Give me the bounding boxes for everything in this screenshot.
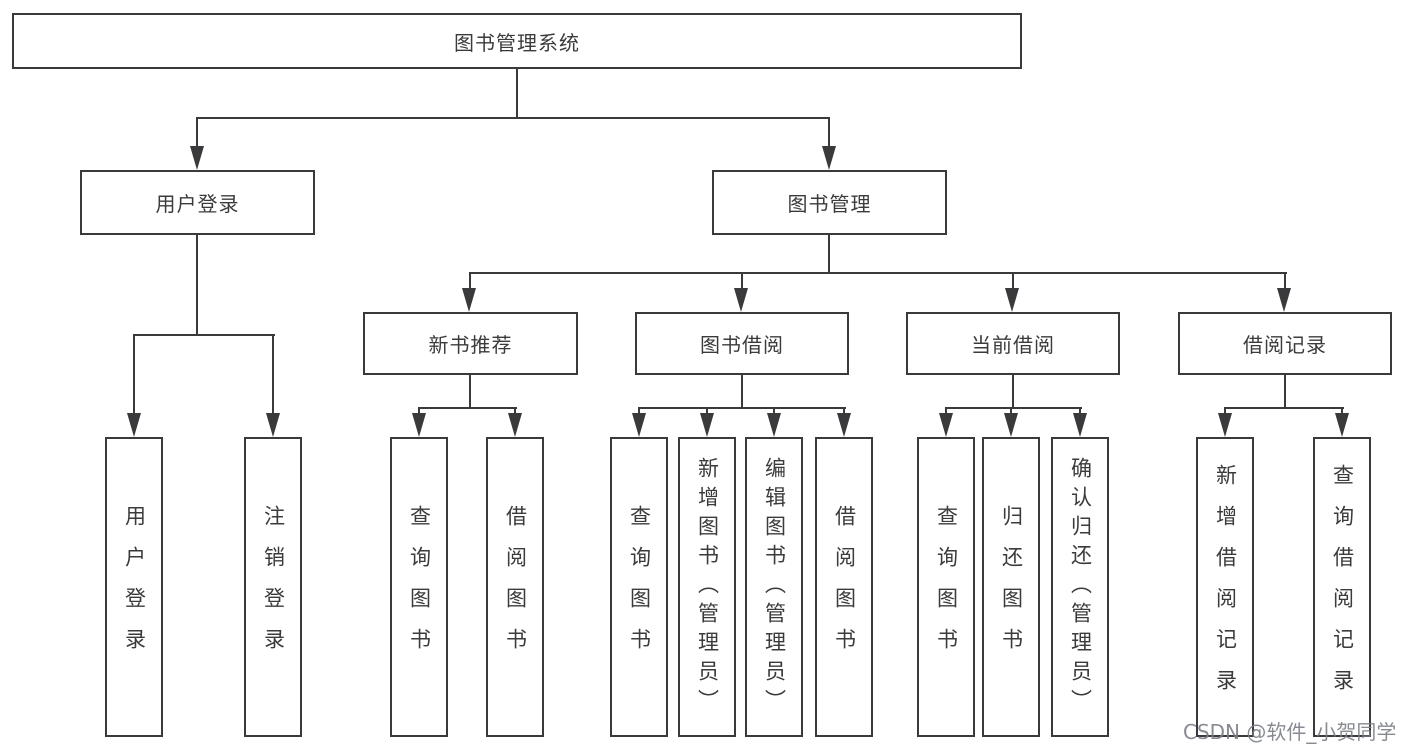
- connector-mgmt-stem: [828, 235, 830, 274]
- arrowhead-borrow: [734, 288, 748, 312]
- connector-current-bar: [945, 407, 1082, 409]
- connector-to-leaf-logout: [272, 334, 274, 414]
- node-root: 图书管理系统: [12, 13, 1022, 69]
- arrowhead-leaf-logout: [266, 413, 280, 437]
- leaf-bb-add-books-admin-label: 新增图书（管理员）: [695, 456, 720, 718]
- connector-to-book-mgmt: [828, 117, 830, 148]
- arrowhead-newbook: [462, 288, 476, 312]
- leaf-bb-query-books: 查询图书: [610, 437, 668, 737]
- node-current-borrow-label: 当前借阅: [971, 333, 1055, 357]
- arrowhead-current: [1005, 288, 1019, 312]
- arrowhead-bb-leaf3: [767, 413, 781, 437]
- arrowhead-nb-leaf2: [508, 413, 522, 437]
- connector-bb-leaf3: [773, 407, 775, 416]
- connector-to-user-login: [196, 117, 198, 148]
- connector-records-stem: [1284, 375, 1286, 409]
- connector-records-bar: [1224, 407, 1344, 409]
- connector-nb-leaf2: [514, 407, 516, 416]
- connector-br-leaf2: [1341, 407, 1343, 416]
- arrowhead-bb-leaf1: [632, 413, 646, 437]
- arrowhead-br-leaf2: [1335, 413, 1349, 437]
- leaf-bb-add-books-admin: 新增图书（管理员）: [678, 437, 736, 737]
- connector-root-stem: [516, 68, 518, 119]
- leaf-bb-edit-books-admin: 编辑图书（管理员）: [745, 437, 803, 737]
- connector-bb-leaf1: [638, 407, 640, 416]
- leaf-cb-return-books: 归还图书: [982, 437, 1040, 737]
- arrowhead-bb-leaf4: [837, 413, 851, 437]
- arrowhead-bb-leaf2: [700, 413, 714, 437]
- node-book-mgmt: 图书管理: [712, 170, 947, 235]
- connector-cb-leaf2: [1010, 407, 1012, 416]
- node-book-mgmt-label: 图书管理: [787, 192, 872, 216]
- arrowhead-book-mgmt: [822, 146, 836, 170]
- arrowhead-cb-leaf3: [1073, 413, 1087, 437]
- connector-user-bar: [133, 334, 275, 336]
- connector-borrow-bar: [638, 407, 846, 409]
- leaf-nb-borrow-books-label: 借阅图书: [503, 505, 528, 669]
- leaf-nb-borrow-books: 借阅图书: [486, 437, 544, 737]
- connector-bb-leaf4: [843, 407, 845, 416]
- connector-to-records: [1284, 272, 1286, 290]
- leaf-bb-edit-books-admin-label: 编辑图书（管理员）: [762, 456, 787, 718]
- leaf-bb-query-books-label: 查询图书: [627, 505, 652, 669]
- node-new-book-rec-label: 新书推荐: [428, 333, 513, 357]
- leaf-cb-return-books-label: 归还图书: [999, 505, 1024, 669]
- arrowhead-nb-leaf1: [412, 413, 426, 437]
- connector-to-newbook: [469, 272, 471, 290]
- connector-br-leaf1: [1224, 407, 1226, 416]
- node-new-book-rec: 新书推荐: [363, 312, 578, 375]
- leaf-cb-confirm-return-admin: 确认归还（管理员）: [1051, 437, 1109, 737]
- arrowhead-leaf-login: [127, 413, 141, 437]
- leaf-cb-confirm-return-admin-label: 确认归还（管理员）: [1068, 456, 1093, 718]
- leaf-logout-label: 注销登录: [261, 505, 286, 669]
- node-borrow-records: 借阅记录: [1178, 312, 1392, 375]
- leaf-bb-borrow-books-label: 借阅图书: [832, 505, 857, 669]
- leaf-nb-query-books: 查询图书: [390, 437, 448, 737]
- connector-newbook-bar: [418, 407, 517, 409]
- connector-to-current: [1012, 272, 1014, 290]
- connector-bb-leaf2: [706, 407, 708, 416]
- arrowhead-cb-leaf2: [1004, 413, 1018, 437]
- connector-root-bar: [196, 117, 830, 119]
- node-user-login-label: 用户登录: [155, 192, 240, 216]
- leaf-nb-query-books-label: 查询图书: [407, 505, 432, 669]
- leaf-br-add-record-label: 新增借阅记录: [1213, 464, 1238, 710]
- leaf-br-query-record: 查询借阅记录: [1313, 437, 1371, 737]
- connector-newbook-stem: [469, 375, 471, 409]
- leaf-bb-borrow-books: 借阅图书: [815, 437, 873, 737]
- connector-cb-leaf1: [945, 407, 947, 416]
- connector-to-leaf-login: [133, 334, 135, 414]
- node-borrow-records-label: 借阅记录: [1243, 333, 1327, 357]
- arrowhead-br-leaf1: [1218, 413, 1232, 437]
- connector-nb-leaf1: [418, 407, 420, 416]
- node-root-label: 图书管理系统: [454, 30, 580, 55]
- connector-user-stem: [196, 235, 198, 335]
- node-current-borrow: 当前借阅: [906, 312, 1120, 375]
- node-book-borrow: 图书借阅: [635, 312, 849, 375]
- connector-mgmt-bar: [469, 272, 1287, 274]
- leaf-br-add-record: 新增借阅记录: [1196, 437, 1254, 737]
- connector-current-stem: [1012, 375, 1014, 409]
- arrowhead-records: [1277, 288, 1291, 312]
- csdn-watermark: CSDN @软件_小贺同学: [1183, 720, 1397, 744]
- leaf-user-login: 用户登录: [105, 437, 163, 737]
- arrowhead-user-login: [190, 146, 204, 170]
- node-book-borrow-label: 图书借阅: [700, 333, 784, 357]
- leaf-br-query-record-label: 查询借阅记录: [1330, 464, 1355, 710]
- connector-cb-leaf3: [1079, 407, 1081, 416]
- node-user-login: 用户登录: [80, 170, 315, 235]
- arrowhead-cb-leaf1: [939, 413, 953, 437]
- leaf-logout: 注销登录: [244, 437, 302, 737]
- connector-to-borrow: [741, 272, 743, 290]
- leaf-cb-query-books: 查询图书: [917, 437, 975, 737]
- connector-borrow-stem: [741, 375, 743, 409]
- leaf-user-login-label: 用户登录: [122, 505, 147, 669]
- leaf-cb-query-books-label: 查询图书: [934, 505, 959, 669]
